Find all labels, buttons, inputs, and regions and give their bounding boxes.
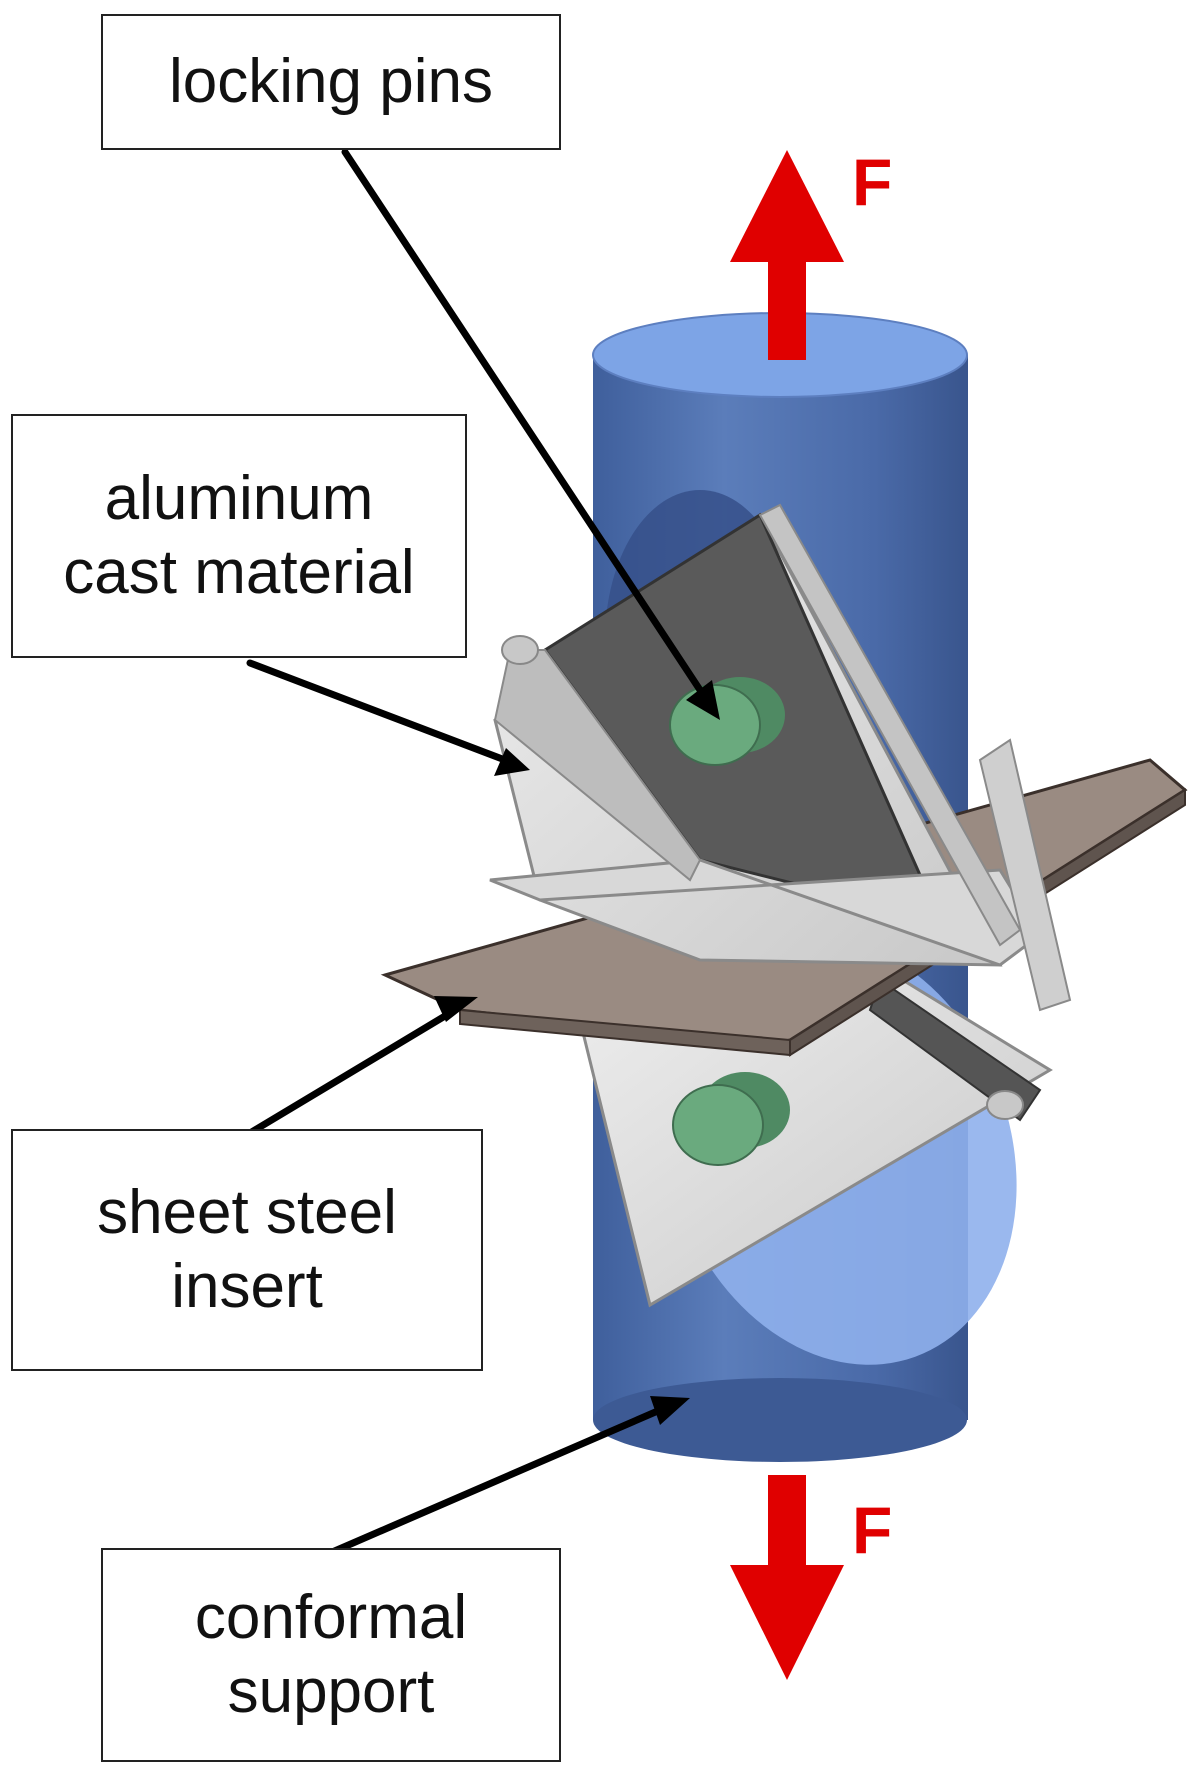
label-support-line2: support (227, 1657, 435, 1726)
label-aluminum-cast-material: aluminum cast material (11, 414, 467, 658)
label-aluminum-line2: cast material (63, 538, 415, 607)
label-sheet-line2: insert (171, 1252, 323, 1321)
label-support-line1: conformal (194, 1582, 468, 1652)
arrowhead-aluminum (494, 748, 530, 776)
locking-pin-lower (672, 1072, 790, 1166)
force-arrow-up (730, 150, 844, 360)
leader-line-locking-pins (341, 148, 704, 694)
leader-line-conformal-support (326, 1406, 664, 1557)
label-sheet-steel-insert: sheet steel insert (11, 1129, 483, 1371)
arrowhead-sheet-steel (434, 996, 478, 1022)
force-label-top: F (852, 145, 893, 219)
locking-pin-upper (669, 677, 785, 766)
arrowhead-locking-pins (686, 680, 720, 720)
label-sheet-line1: sheet steel (97, 1177, 397, 1247)
force-label-bottom: F (852, 1493, 893, 1567)
label-locking-pins-text: locking pins (169, 46, 493, 116)
leader-line-aluminum (246, 659, 509, 764)
arrowhead-conformal-support (650, 1396, 690, 1425)
label-conformal-support: conformal support (101, 1548, 561, 1762)
label-aluminum-line1: aluminum (104, 463, 374, 533)
force-arrow-down (730, 1475, 844, 1680)
label-locking-pins: locking pins (101, 14, 561, 150)
leader-line-sheet-steel (246, 1006, 459, 1137)
